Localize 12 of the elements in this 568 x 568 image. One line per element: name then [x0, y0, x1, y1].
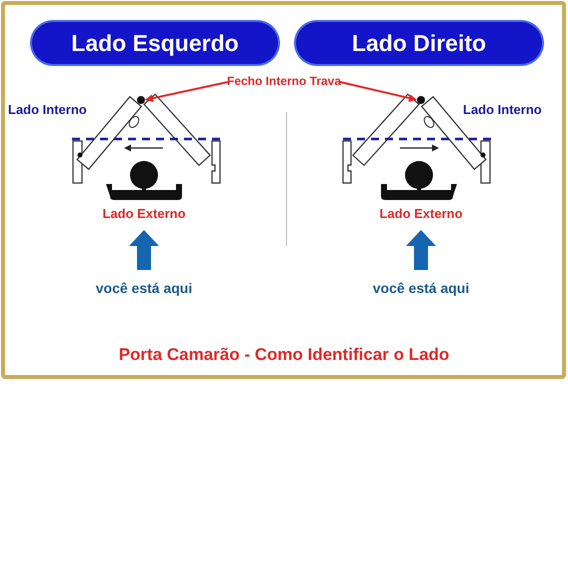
title-pill: Lado Esquerdo [32, 22, 278, 64]
leader-arrow [340, 81, 417, 102]
side-label: Lado Externo [101, 205, 187, 223]
callout-text: Fecho Interno Trava [226, 74, 342, 108]
side-label: Lado Externo [378, 205, 464, 223]
position-label: você está aqui [94, 280, 194, 296]
side-label: Lado Interno [8, 101, 87, 119]
side-label: Lado Interno [463, 101, 542, 119]
position-label: você está aqui [372, 280, 470, 296]
leader-arrow [145, 81, 228, 102]
title-pill: Lado Direito [296, 22, 542, 64]
caption: Porta Camarão - Como Identificar o Lado [118, 344, 450, 366]
